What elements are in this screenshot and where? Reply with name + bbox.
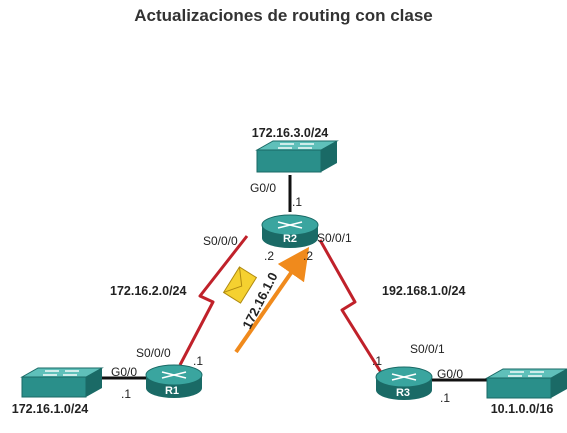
r3-s001-label: S0/0/1	[410, 342, 445, 356]
r1-s000-ip: .1	[193, 354, 203, 368]
network-r1-r2-label: 172.16.2.0/24	[110, 284, 187, 298]
router-r2[interactable]: R2	[261, 214, 319, 248]
r1-s000-label: S0/0/0	[136, 346, 171, 360]
router-r1-label: R1	[165, 385, 179, 397]
serial-link-r1-r2	[178, 235, 249, 366]
switch-r2-lan	[255, 140, 339, 173]
r2-s000-label: S0/0/0	[203, 234, 238, 248]
serial-link-r2-r3	[318, 239, 384, 375]
network-r1-lan-label: 172.16.1.0/24	[12, 402, 89, 416]
network-r2-lan-label: 172.16.3.0/24	[252, 126, 329, 140]
r3-s001-ip: .1	[372, 354, 382, 368]
r2-s000-ip: .2	[264, 249, 274, 263]
switch-r3-lan	[485, 368, 567, 399]
r1-g00-ip: .1	[121, 387, 131, 401]
router-r1[interactable]: R1	[145, 364, 203, 398]
r2-s001-label: S0/0/1	[317, 231, 352, 245]
router-r3[interactable]: R3	[375, 366, 433, 400]
update-arrow-icon	[234, 246, 310, 354]
r2-s001-ip: .2	[303, 249, 313, 263]
switch-r1-lan	[20, 367, 104, 398]
r2-g00-label: G0/0	[250, 181, 276, 195]
r1-g00-label: G0/0	[111, 365, 137, 379]
router-r3-label: R3	[396, 387, 410, 399]
router-r2-label: R2	[283, 233, 297, 245]
envelope-icon	[222, 266, 258, 304]
network-r2-r3-label: 192.168.1.0/24	[382, 284, 465, 298]
r3-g00-ip: .1	[440, 391, 450, 405]
r3-g00-label: G0/0	[437, 367, 463, 381]
diagram-title: Actualizaciones de routing con clase	[134, 6, 433, 25]
r2-g00-ip: .1	[292, 195, 302, 209]
network-r3-lan-label: 10.1.0.0/16	[491, 402, 554, 416]
